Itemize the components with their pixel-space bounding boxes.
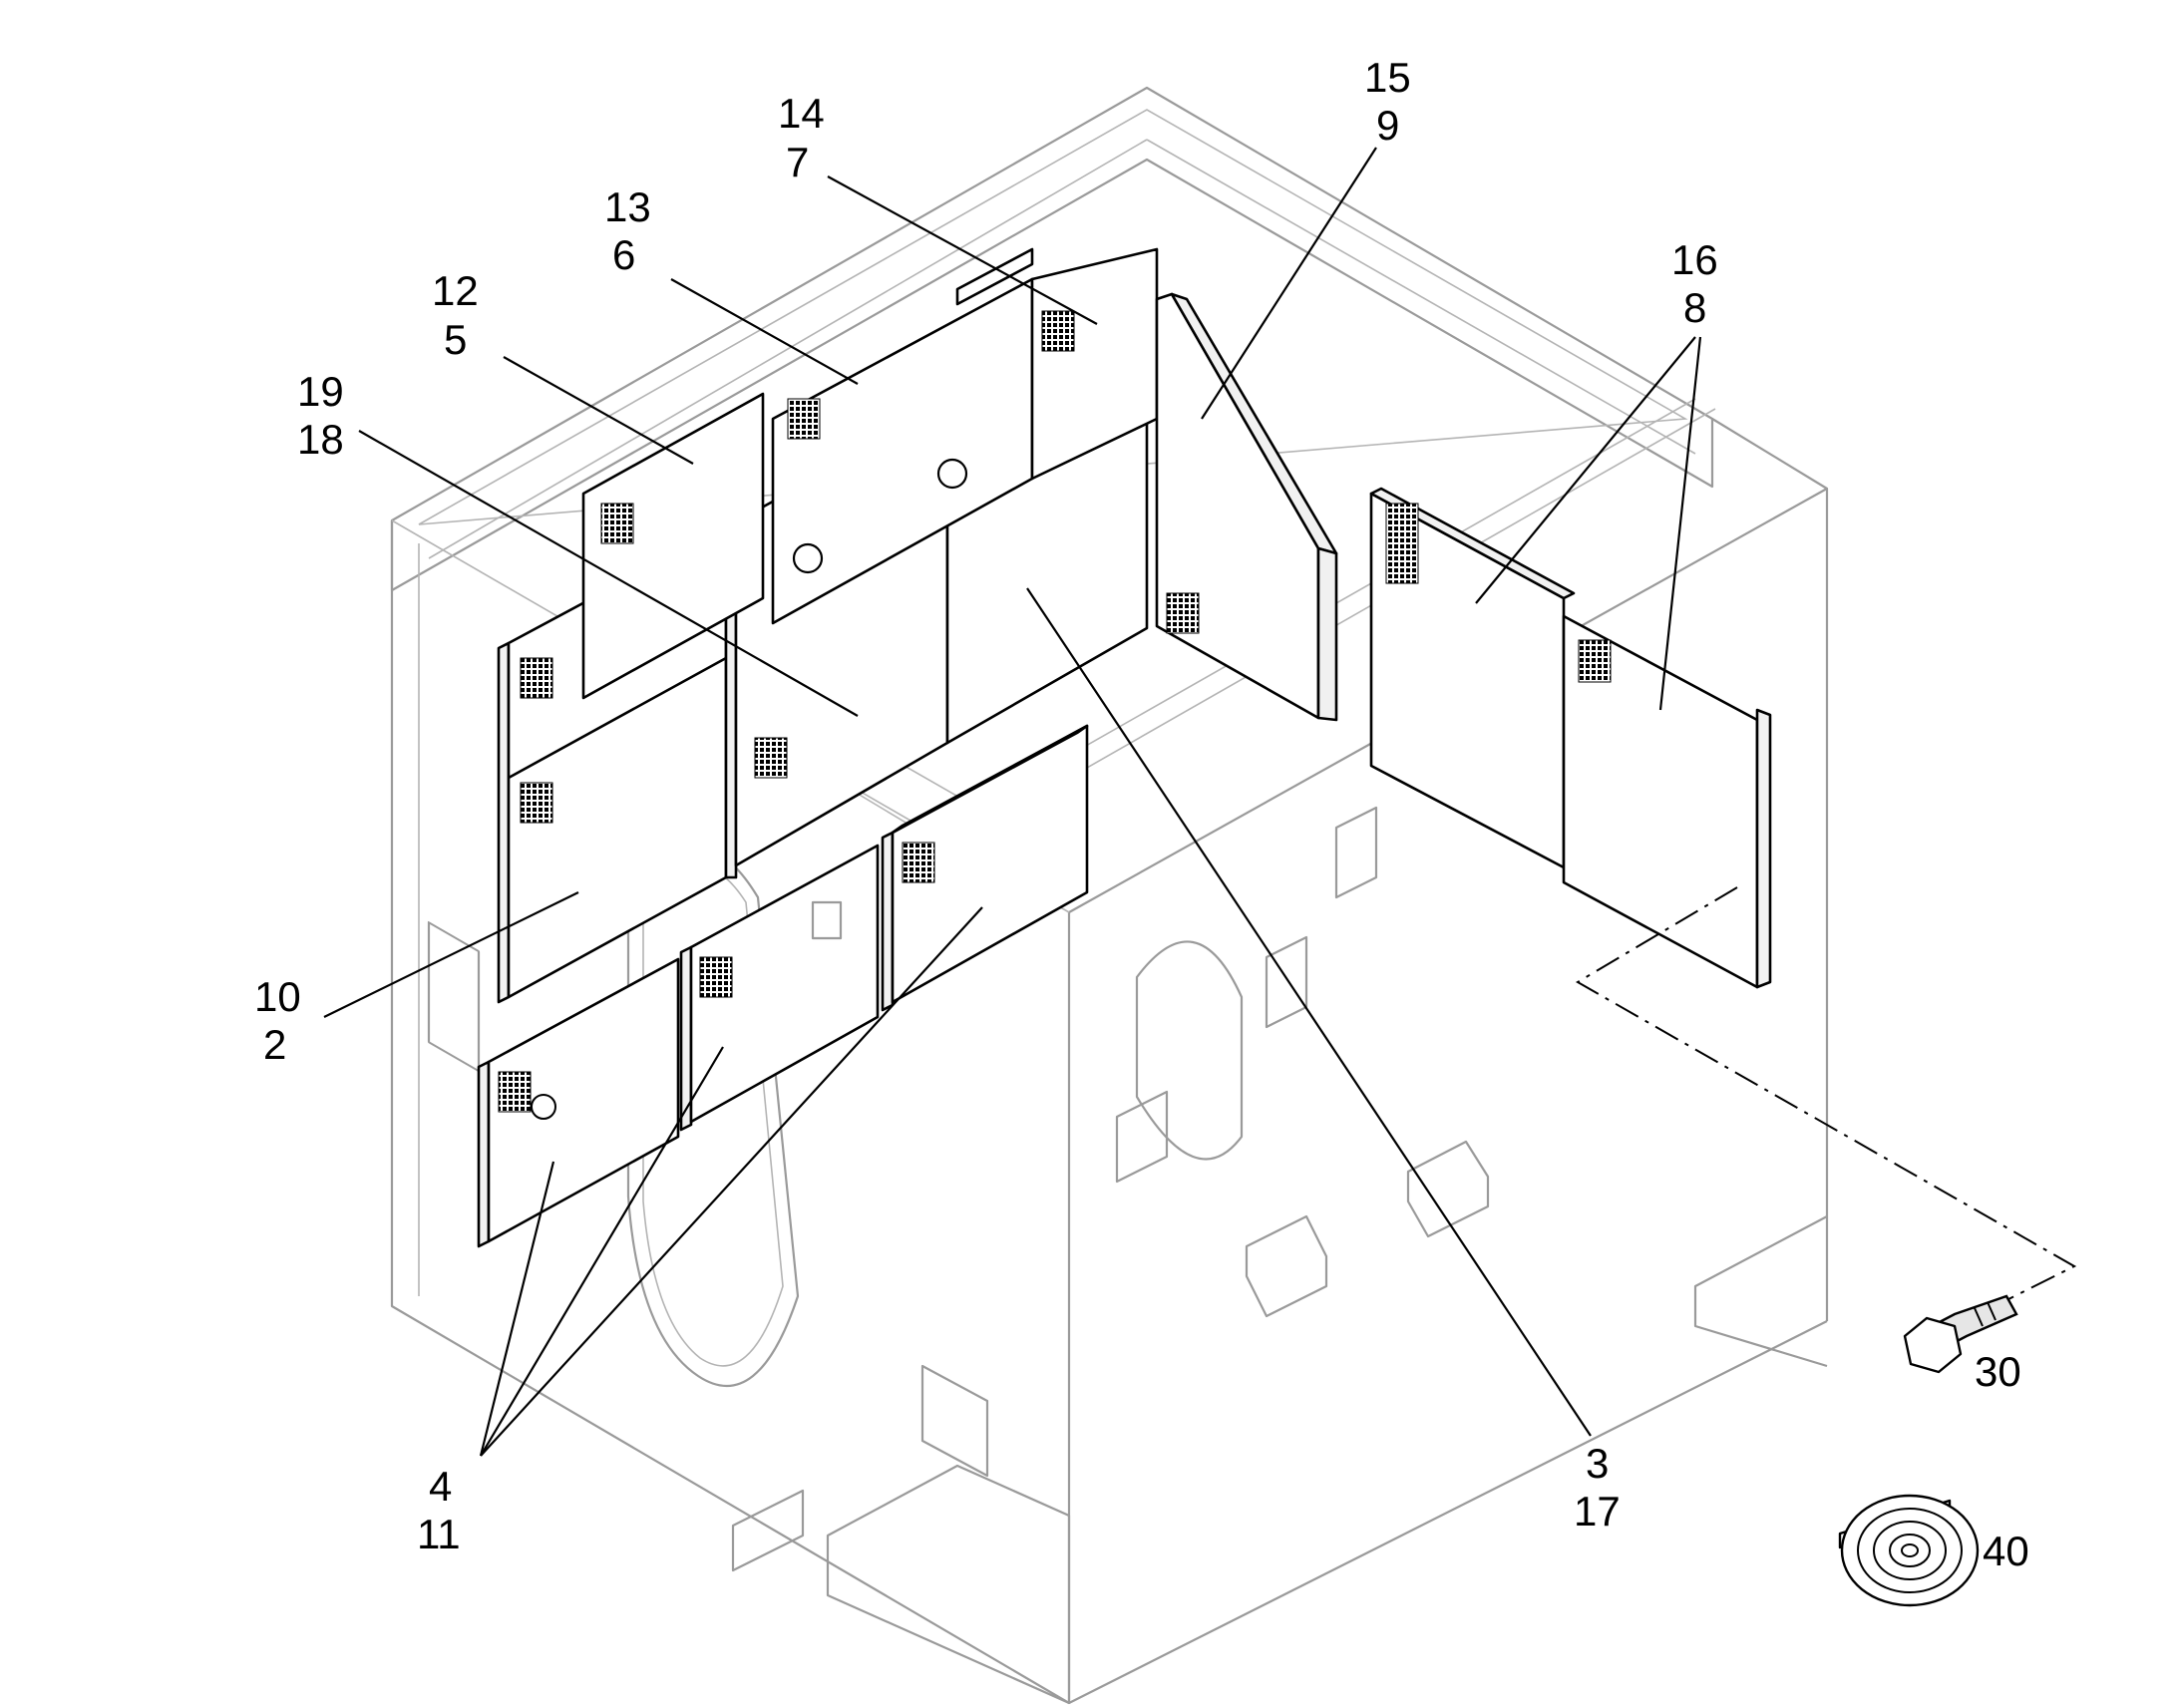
callout-15: 15: [1364, 54, 1411, 101]
callout-3: 3: [1586, 1440, 1609, 1487]
screw-hardware: [1903, 1294, 2018, 1374]
panel-inner-upper-row: [581, 247, 1159, 700]
callout-14: 14: [778, 90, 825, 137]
callout-5: 5: [444, 316, 467, 363]
callout-17: 17: [1574, 1488, 1621, 1535]
callout-16: 16: [1671, 236, 1718, 283]
callout-12: 12: [432, 267, 479, 314]
callout-30: 30: [1975, 1348, 2021, 1395]
callout-6: 6: [612, 231, 635, 278]
callout-4: 4: [429, 1463, 452, 1510]
panel-right-pair-left: [1369, 487, 1576, 869]
panel-front-lower-right: [881, 724, 1089, 1012]
callout-7: 7: [786, 139, 809, 185]
callout-19: 19: [297, 368, 344, 415]
callout-10: 10: [254, 973, 301, 1020]
callout-40: 40: [1983, 1528, 2029, 1574]
tape-roll-hardware: [1838, 1494, 1980, 1607]
callout-11: 11: [417, 1511, 461, 1557]
callout-labels: 14 7 13 6 12 5 19 18 15 9 16 8 10 2 4 11…: [254, 54, 2029, 1574]
panel-front-lower-center: [679, 844, 880, 1132]
panel-right-angled: [1155, 292, 1338, 722]
callout-8: 8: [1683, 284, 1706, 331]
callout-13: 13: [604, 183, 651, 230]
leader-lines: [323, 147, 2077, 1457]
panel-right-pair-right: [1562, 614, 1772, 989]
panel-front-lower-left: [477, 957, 680, 1248]
callout-18: 18: [297, 416, 344, 463]
callout-2: 2: [263, 1021, 286, 1068]
callout-9: 9: [1376, 102, 1399, 149]
